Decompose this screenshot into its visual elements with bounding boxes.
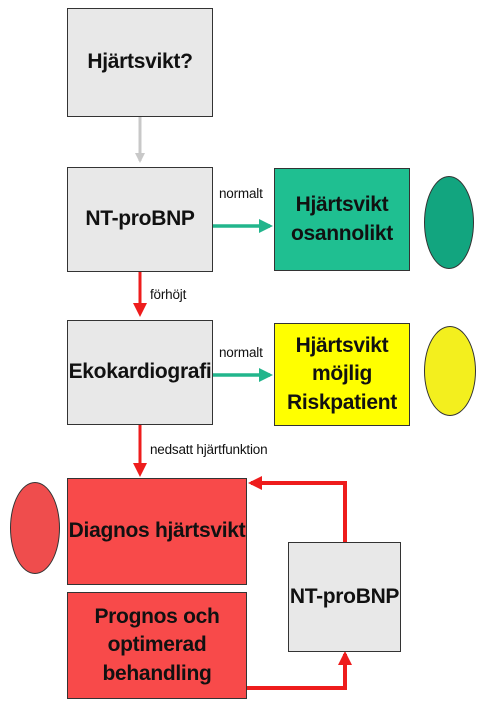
green-circle-icon [424,176,474,269]
edge-label-normal-2: normalt [219,345,263,360]
arrow-ntprobnp-to-diagnosis [248,476,347,542]
node-ntprobnp-test: NT-proBNP [67,167,213,272]
yellow-circle-icon [424,326,476,416]
node-unlikely-line-1: Hjärtsvikt [295,193,389,217]
node-diagnosis-label: Diagnos hjärtsvikt [68,519,246,543]
edge-label-normal-1: normalt [219,186,263,201]
node-heart-failure-question: Hjärtsvikt? [67,8,213,117]
node-echocardiography-label: Ekokardiografi [68,360,212,384]
edge-label-reduced-function: nedsatt hjärtfunktion [150,442,268,457]
node-prognosis-line-2: optimerad behandling [102,633,212,685]
node-ntprobnp-followup-label: NT-proBNP [289,584,400,608]
node-unlikely-line-2: osannolikt [290,221,393,245]
node-prognosis-treatment: Prognos och optimerad behandling [67,592,247,699]
arrow-prognosis-to-ntprobnp [247,651,352,690]
node-possible-line-2: Riskpatient [287,390,397,414]
node-ntprobnp-followup: NT-proBNP [288,542,401,652]
node-prognosis-line-1: Prognos och [94,604,220,628]
node-heart-failure-unlikely: Hjärtsvikt osannolikt [274,168,410,271]
node-heart-failure-possible: Hjärtsvikt möjlig Riskpatient [274,323,410,426]
node-diagnosis-heart-failure: Diagnos hjärtsvikt [67,478,247,585]
node-heart-failure-question-label: Hjärtsvikt? [87,50,193,74]
node-echocardiography: Ekokardiografi [67,320,213,425]
node-ntprobnp-test-label: NT-proBNP [85,207,195,231]
edge-label-elevated: förhöjt [150,287,187,302]
node-possible-line-1: Hjärtsvikt möjlig [295,333,389,386]
red-circle-icon [10,482,60,574]
